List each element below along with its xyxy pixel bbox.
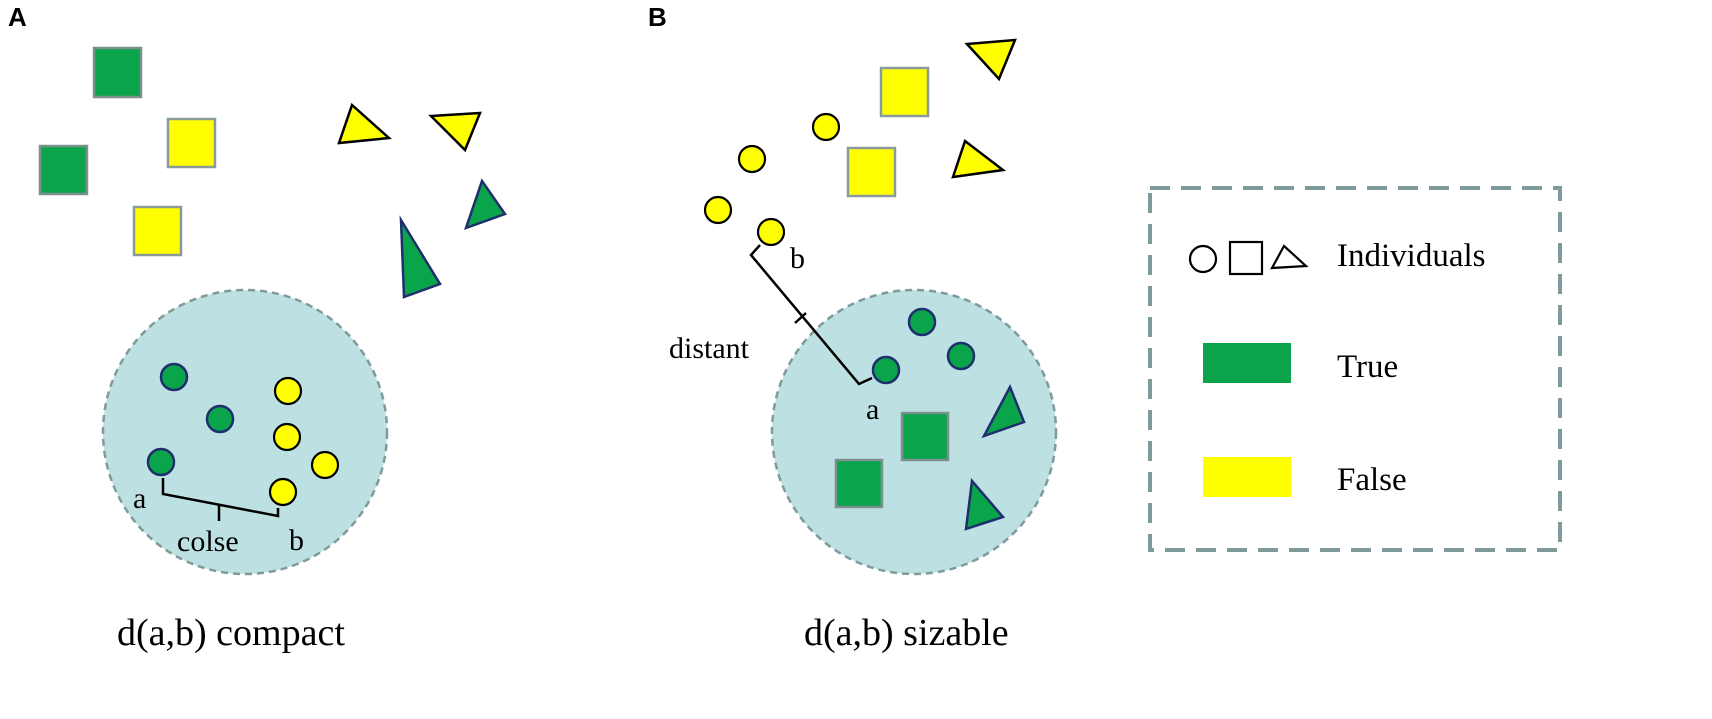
legend-item-true: True bbox=[1203, 343, 1398, 385]
false-square-individual bbox=[879, 66, 930, 118]
circle-icon bbox=[1188, 244, 1218, 274]
true-square-individual bbox=[38, 144, 89, 196]
cluster-region bbox=[101, 288, 389, 576]
distance-label: distant bbox=[669, 332, 750, 365]
true-circle-individual bbox=[159, 362, 189, 392]
false-circle-individual bbox=[272, 422, 302, 452]
point-b bbox=[756, 217, 786, 247]
true-circle-individual bbox=[907, 307, 937, 337]
false-triangle-individual bbox=[428, 111, 482, 153]
false-circle-individual bbox=[811, 112, 841, 142]
false-square-individual bbox=[132, 205, 183, 257]
distance-bracket bbox=[161, 478, 280, 521]
legend-label-false: False bbox=[1337, 462, 1407, 498]
point-b-label: b bbox=[289, 524, 304, 557]
false-triangle-individual bbox=[337, 102, 392, 145]
false-square-individual bbox=[846, 146, 897, 198]
false-square-individual bbox=[166, 117, 217, 169]
legend-label-true: True bbox=[1337, 349, 1398, 385]
panel-b-letter: B bbox=[648, 2, 667, 32]
true-swatch bbox=[1203, 343, 1291, 383]
point-b bbox=[268, 477, 298, 507]
true-circle-individual bbox=[205, 404, 235, 434]
point-a bbox=[146, 447, 176, 477]
distance-bracket bbox=[749, 244, 873, 386]
true-triangle-individual bbox=[964, 478, 1006, 531]
false-triangle-individual bbox=[964, 38, 1017, 82]
panel-a: A a b colse d(a,b) compact bbox=[8, 2, 507, 654]
point-a-label: a bbox=[866, 393, 879, 426]
true-triangle-individual bbox=[981, 384, 1026, 439]
false-circle-individual bbox=[273, 376, 303, 406]
true-square-individual bbox=[92, 46, 143, 99]
false-circle-individual bbox=[703, 195, 733, 225]
false-circle-individual bbox=[737, 144, 767, 174]
square-icon bbox=[1228, 240, 1264, 276]
true-square-individual bbox=[834, 458, 884, 509]
legend-item-individuals: Individuals bbox=[1188, 238, 1485, 276]
triangle-icon bbox=[1270, 244, 1309, 270]
point-a bbox=[871, 355, 901, 385]
true-triangle-individual bbox=[399, 215, 442, 299]
panel-a-letter: A bbox=[8, 2, 27, 32]
true-triangle-individual bbox=[463, 178, 507, 231]
legend: Individuals True False bbox=[1148, 186, 1562, 552]
panel-b-caption: d(a,b) sizable bbox=[804, 612, 1009, 654]
false-swatch bbox=[1203, 457, 1291, 497]
panel-a-caption: d(a,b) compact bbox=[117, 612, 345, 654]
point-b-label: b bbox=[790, 242, 805, 275]
false-circle-individual bbox=[310, 450, 340, 480]
panel-b: B a b distant d(a,b) sizable bbox=[648, 2, 1058, 654]
true-square-individual bbox=[900, 411, 950, 462]
legend-item-false: False bbox=[1203, 457, 1407, 498]
distance-label: colse bbox=[177, 525, 239, 558]
point-a-label: a bbox=[133, 482, 146, 515]
true-circle-individual bbox=[946, 341, 976, 371]
legend-label-individuals: Individuals bbox=[1337, 238, 1485, 274]
false-triangle-individual bbox=[951, 138, 1007, 179]
legend-frame bbox=[1148, 186, 1562, 552]
